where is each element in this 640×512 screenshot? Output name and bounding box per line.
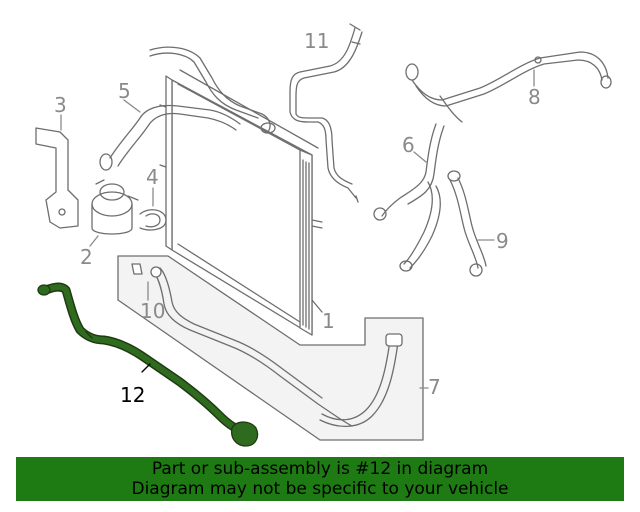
part-5-hose[interactable]	[99, 46, 276, 171]
callout-3: 3	[54, 93, 67, 117]
callout-5: 5	[118, 79, 131, 103]
callout-12: 12	[120, 383, 145, 407]
part-info-banner: Part or sub-assembly is #12 in diagram D…	[16, 457, 624, 501]
callout-9: 9	[496, 229, 509, 253]
callout-11: 11	[304, 29, 329, 53]
part-11-pipes[interactable]	[289, 23, 363, 203]
banner-line-2: Diagram may not be specific to your vehi…	[131, 479, 509, 499]
callout-10: 10	[140, 299, 165, 323]
callout-8: 8	[528, 85, 541, 109]
part-2-pump[interactable]	[89, 179, 139, 247]
part-3-bracket[interactable]	[35, 114, 79, 229]
part-6-hose[interactable]	[373, 123, 445, 272]
part-9-hose[interactable]	[447, 170, 495, 277]
callout-6: 6	[402, 133, 415, 157]
callout-4: 4	[146, 165, 159, 189]
callout-7: 7	[428, 375, 441, 399]
part-7-hose[interactable]	[319, 333, 429, 427]
part-12-hose-highlighted[interactable]	[37, 282, 259, 447]
banner-line-1: Part or sub-assembly is #12 in diagram	[151, 459, 489, 479]
part-7-panel	[117, 255, 424, 441]
callout-1: 1	[322, 309, 335, 333]
callout-2: 2	[80, 245, 93, 269]
part-8-pipe[interactable]	[405, 51, 612, 123]
part-10-hose[interactable]	[131, 263, 353, 427]
part-4-clip[interactable]	[139, 187, 167, 231]
